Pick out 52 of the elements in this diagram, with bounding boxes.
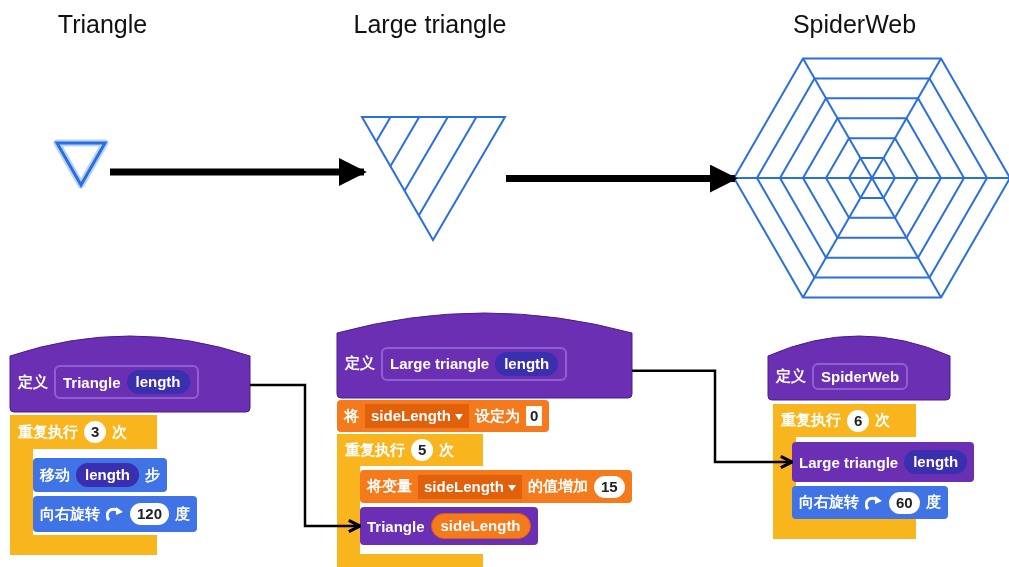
block-label: Large triangle [390, 355, 490, 372]
number-input: 120 [130, 503, 170, 525]
block-label: 次 [112, 422, 128, 442]
number-input: 0 [526, 406, 543, 426]
block-label: 步 [145, 465, 160, 485]
motion-block [33, 458, 167, 492]
block-label: 重复执行 [781, 411, 841, 430]
block-label: Triangle [367, 517, 425, 535]
connector-arrow [632, 369, 794, 470]
block-label: 度 [925, 493, 941, 512]
variable-reporter: sideLength [430, 513, 531, 539]
variable-dropdown: sideLength [418, 474, 522, 499]
block-label: 向右旋转 [40, 504, 100, 524]
repeat-block [337, 434, 483, 466]
variable-reporter: length [904, 450, 968, 474]
block-label: 重复执行 [18, 422, 78, 442]
block-label: 向右旋转 [799, 493, 859, 512]
variable-block [360, 470, 632, 503]
block-label: 将 [344, 406, 359, 426]
block-label: 重复执行 [345, 440, 405, 460]
custom-block [360, 507, 538, 545]
block-label: 将变量 [367, 477, 412, 496]
motion-block [792, 486, 948, 519]
variable-reporter: length [76, 463, 139, 487]
connector-arrow [250, 383, 362, 534]
number-input: 5 [411, 439, 434, 461]
custom-block [792, 442, 975, 482]
shape-title: Triangle [57, 10, 148, 39]
variable-dropdown: sideLength [365, 404, 469, 428]
block-label: 定义 [18, 372, 48, 392]
block-label: 的值增加 [528, 477, 588, 496]
variable-reporter: length [126, 370, 190, 394]
block-label: 次 [439, 440, 455, 460]
number-input: 15 [594, 475, 625, 498]
block-label: 设定为 [475, 406, 520, 426]
motion-block [33, 496, 198, 532]
shape-title: SpiderWeb [792, 10, 917, 39]
block-label: 移动 [40, 465, 70, 485]
block-label: 度 [175, 504, 191, 524]
number-input: 6 [847, 409, 870, 432]
variable-block [337, 400, 550, 432]
block-label: Large triangle [799, 453, 899, 471]
block-label: 定义 [345, 354, 375, 373]
block-label: Triangle [63, 373, 121, 391]
block-label: 次 [875, 411, 891, 430]
shape-title: Large triangle [353, 10, 507, 39]
number-input: 3 [84, 421, 107, 443]
block-label: SpiderWeb [821, 367, 900, 385]
repeat-block [10, 415, 157, 449]
repeat-block [773, 404, 916, 437]
number-input: 60 [889, 491, 920, 514]
block-label: 定义 [776, 366, 806, 386]
